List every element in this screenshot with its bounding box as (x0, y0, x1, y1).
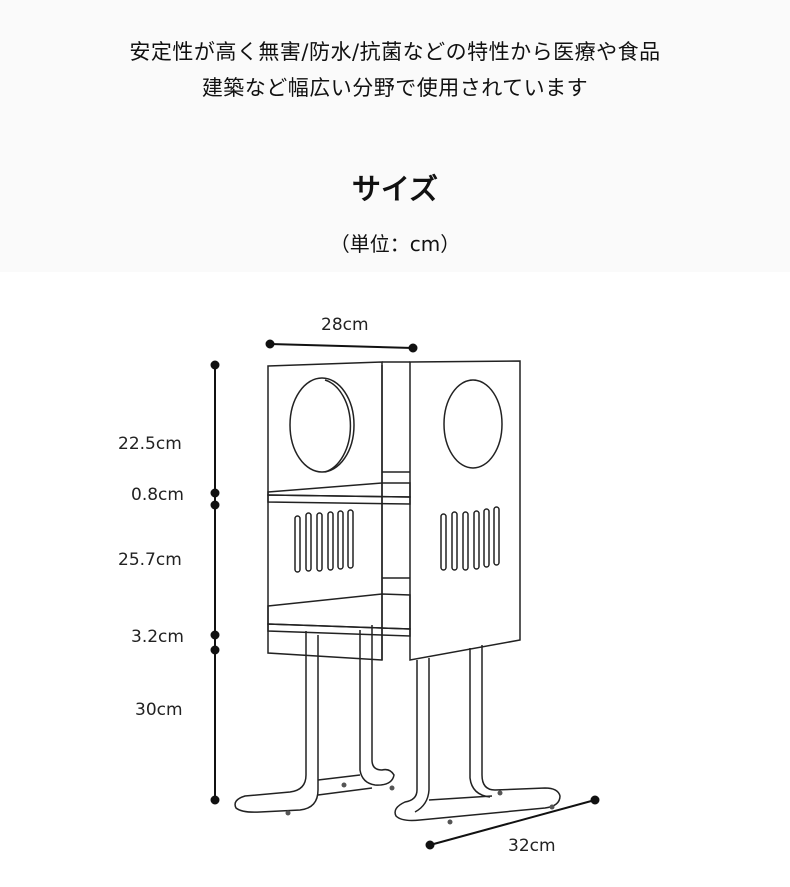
intro-line-1: 安定性が高く無害/防水/抗菌などの特性から医療や食品 (129, 40, 661, 64)
height-label-shelf-2: 3.2cm (131, 627, 184, 647)
dimension-lines (210, 339, 600, 850)
foot-pads (285, 782, 555, 825)
height-label-lower: 25.7cm (118, 550, 182, 570)
height-label-upper: 22.5cm (118, 434, 182, 454)
unit-note: （単位：cm） (329, 232, 461, 256)
depth-dimension-line (429, 799, 596, 846)
height-label-legs: 30cm (135, 700, 183, 720)
size-title: サイズ (351, 172, 439, 206)
width-label: 28cm (321, 315, 369, 335)
height-label-shelf-1: 0.8cm (131, 485, 184, 505)
cabinet-drawing (234, 360, 561, 822)
header-band (0, 0, 790, 272)
intro-line-2: 建築など幅広い分野で使用されています (201, 76, 589, 100)
width-dimension-line (269, 343, 414, 349)
depth-label: 32cm (508, 836, 556, 856)
